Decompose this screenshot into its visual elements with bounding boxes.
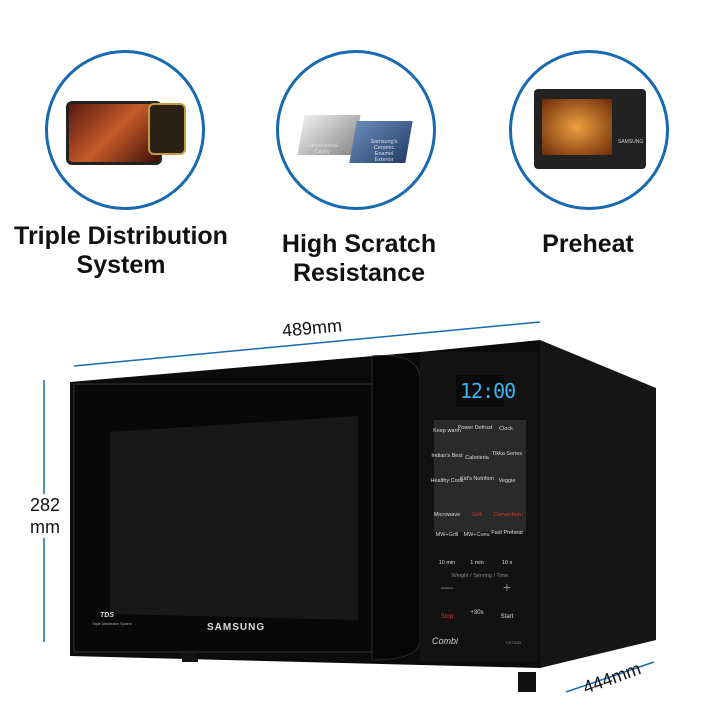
stop-button[interactable]: Stop: [440, 614, 454, 620]
menu-tikka[interactable]: Tikka Series: [491, 451, 523, 457]
time-1min[interactable]: 1 min: [470, 560, 484, 566]
tds-food-image: [66, 101, 162, 165]
weight-serving-time-label: Weight / Serving / Time: [451, 573, 509, 579]
series-label: Combi: [432, 636, 459, 646]
clock-button[interactable]: Clock: [499, 426, 513, 432]
caption-left: Conventional Cavity: [305, 143, 339, 155]
door-window: [110, 416, 358, 620]
caption-right: Samsung's Ceramic Enamel Exterior: [370, 139, 398, 163]
display-bezel: [456, 375, 504, 407]
depth-dimension-line: [565, 661, 655, 693]
menu-kids-nutrition[interactable]: Kid's Nutrition: [460, 476, 494, 482]
display-time: 12:00: [460, 379, 516, 403]
mode-mw-conv[interactable]: MW+Conv.: [463, 532, 491, 538]
menu-area: [434, 420, 526, 532]
feature-circle-preheat: SAMSUNG: [509, 50, 669, 210]
menu-healthy-cook[interactable]: Healthy Cook: [430, 478, 464, 484]
microwave-side: [540, 340, 656, 668]
door-handle: [371, 355, 421, 661]
keep-warm-button[interactable]: Keep warm: [433, 428, 461, 434]
power-defrost-button[interactable]: Power Defrost: [457, 425, 493, 431]
start-button[interactable]: Start: [500, 614, 514, 620]
model-label: CE73JD: [506, 640, 521, 645]
mode-grill[interactable]: Grill: [472, 512, 482, 518]
mode-fast-preheat[interactable]: Fast Preheat: [491, 530, 523, 536]
tds-icon: [148, 103, 186, 155]
brand-logo: SAMSUNG: [207, 622, 266, 633]
menu-indians-best[interactable]: Indian's Best: [431, 453, 463, 459]
foot: [518, 672, 536, 692]
foot: [182, 653, 198, 662]
menu-veggie[interactable]: Veggie: [498, 478, 516, 484]
tds-logo: TDS: [100, 612, 114, 619]
width-dimension-line: [73, 321, 541, 367]
mini-brand: SAMSUNG: [618, 139, 644, 145]
menu-calorieria[interactable]: Calorieria: [465, 455, 489, 461]
plus30-button[interactable]: +30s: [470, 610, 484, 616]
mode-mw-grill[interactable]: MW+Grill: [435, 532, 459, 538]
time-10min[interactable]: 10 min: [438, 560, 456, 566]
feature-circle-tds: [45, 50, 205, 210]
plus-button[interactable]: +: [502, 579, 512, 595]
minus-button[interactable]: —: [441, 580, 453, 594]
mode-microwave[interactable]: Microwave: [433, 512, 461, 518]
tds-sub: Triple Distribution System: [92, 622, 132, 626]
feature-circle-scratch: Conventional Cavity Samsung's Ceramic En…: [276, 50, 436, 210]
mode-convection[interactable]: Convection: [493, 512, 521, 518]
microwave-interior-image: SAMSUNG: [534, 89, 646, 169]
time-10s[interactable]: 10 s: [501, 560, 513, 566]
feature-label-preheat: Preheat: [542, 230, 634, 258]
